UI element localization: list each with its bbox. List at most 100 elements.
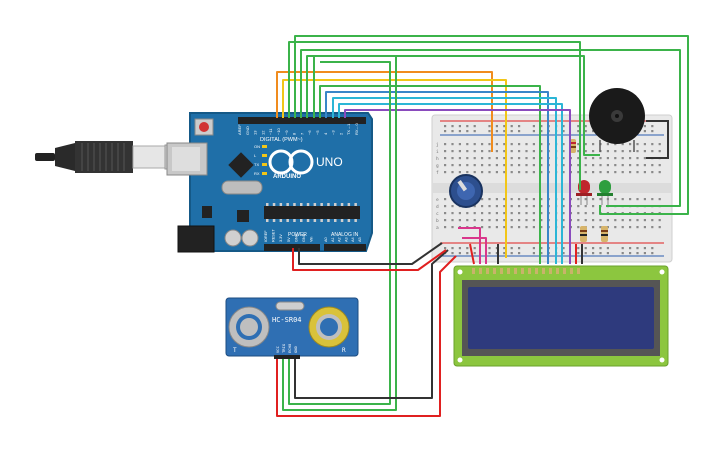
wire-buzzer	[306, 55, 600, 156]
wire-sensor-vcc	[276, 255, 457, 417]
wire-pin12	[276, 71, 493, 152]
digital-header-label: DIGITAL (PWM~)	[260, 137, 303, 143]
power-pin-label: 3.3V	[279, 234, 283, 242]
sensor-pin-label: TRIG	[281, 343, 286, 353]
arduino-model: UNO	[316, 155, 343, 169]
digital-pin-label: GND	[245, 126, 250, 135]
wire-sensor-echo	[288, 61, 391, 405]
row-letter: a	[436, 226, 439, 231]
analog-pin-label: A1	[331, 237, 335, 242]
wire-pin11	[282, 79, 507, 258]
row-letter: j	[436, 142, 439, 148]
digital-pin-label: 13	[253, 130, 258, 135]
led-green	[597, 180, 613, 205]
digital-pin-label: ~6	[307, 130, 312, 135]
wire-gnd	[298, 242, 443, 265]
piezo-buzzer	[589, 88, 645, 152]
digital-pin-label: AREF	[237, 124, 242, 135]
wire-pin5	[325, 91, 549, 264]
wires-lcd	[458, 227, 583, 265]
power-header	[264, 244, 320, 251]
wire-pin3	[338, 103, 563, 264]
wire-lcd-vo	[458, 227, 481, 264]
reset-button[interactable]	[199, 122, 209, 132]
potentiometer[interactable]	[449, 174, 483, 208]
sensor-pin-label: VCC	[275, 346, 280, 353]
row-letter: d	[436, 204, 439, 210]
lcd-16x2	[453, 265, 669, 367]
sensor-pin-label: ECHO	[287, 343, 292, 353]
status-led-label: RX	[254, 171, 260, 176]
analog-pin-label: A3	[344, 237, 348, 242]
sensor-r-mark: R	[342, 347, 346, 354]
digital-pin-label: ~9	[284, 130, 289, 135]
status-leds: ON L TX RX	[254, 144, 267, 176]
digital-pin-label: TX→1	[346, 123, 351, 135]
power-pin-label: GND	[294, 233, 298, 242]
power-pin-label: Vin	[310, 237, 314, 242]
wire-pin6	[319, 85, 541, 264]
wire-pin10	[288, 41, 581, 190]
arduino-logo-icon	[268, 149, 294, 175]
status-led	[262, 163, 267, 166]
power-pin-label: GND	[302, 233, 306, 242]
power-label: POWER	[288, 232, 307, 238]
wire-pin4	[332, 97, 557, 264]
digital-pin-label: RX←0	[354, 122, 359, 135]
analog-pin-label: A4	[351, 237, 355, 242]
arduino-logo-text: ARDUINO	[273, 174, 301, 180]
wire-5v	[292, 248, 447, 271]
resistor-1	[580, 226, 587, 242]
sensor-pin-label: GND	[293, 345, 298, 353]
usb-cable	[35, 141, 184, 173]
digital-header	[238, 117, 366, 124]
digital-pin-label: ~3	[331, 130, 336, 135]
digital-pin-label: 2	[338, 132, 343, 135]
wire-pin8	[300, 49, 681, 207]
wire-pin9	[294, 35, 689, 215]
arduino-logo-icon-2	[288, 149, 314, 175]
analog-label: ANALOG IN	[331, 232, 359, 238]
wire-lcd-vdd	[469, 243, 475, 265]
sensor-t-mark: T	[233, 347, 237, 354]
wires-digital	[276, 35, 689, 264]
wires-sensor	[276, 55, 457, 417]
digital-pin-label: ~10	[276, 127, 281, 135]
row-letter: i	[436, 149, 439, 155]
digital-pin-label: 12	[260, 130, 265, 135]
analog-pin-label: A2	[338, 237, 342, 242]
digital-pin-label: 4	[323, 132, 328, 135]
digital-pin-label: 7	[299, 132, 304, 135]
analog-pin-label: A0	[324, 237, 328, 242]
row-letter: e	[436, 198, 439, 203]
sensor-model: HC-SR04	[272, 316, 302, 324]
resistor-top	[570, 139, 576, 153]
row-letter: b	[436, 218, 439, 224]
resistor-2	[601, 226, 608, 242]
analog-header	[324, 244, 366, 251]
power-pin-label: RESET	[272, 229, 276, 242]
status-led	[262, 172, 267, 175]
row-letter: f	[436, 170, 439, 176]
power-pin-label: 5V	[287, 237, 291, 242]
status-led	[262, 145, 267, 148]
status-led	[262, 154, 267, 157]
status-led-label: L	[254, 153, 257, 158]
wire-buzzer-gnd	[646, 120, 669, 159]
wire-sensor-trig	[282, 55, 397, 411]
status-led-label: TX	[254, 162, 259, 167]
analog-pin-label: A5	[358, 237, 362, 242]
row-letter: h	[436, 156, 439, 162]
status-led-label: ON	[254, 144, 260, 149]
lcd-screen	[468, 287, 654, 349]
row-letter: g	[436, 164, 439, 169]
wires-power	[292, 242, 447, 271]
